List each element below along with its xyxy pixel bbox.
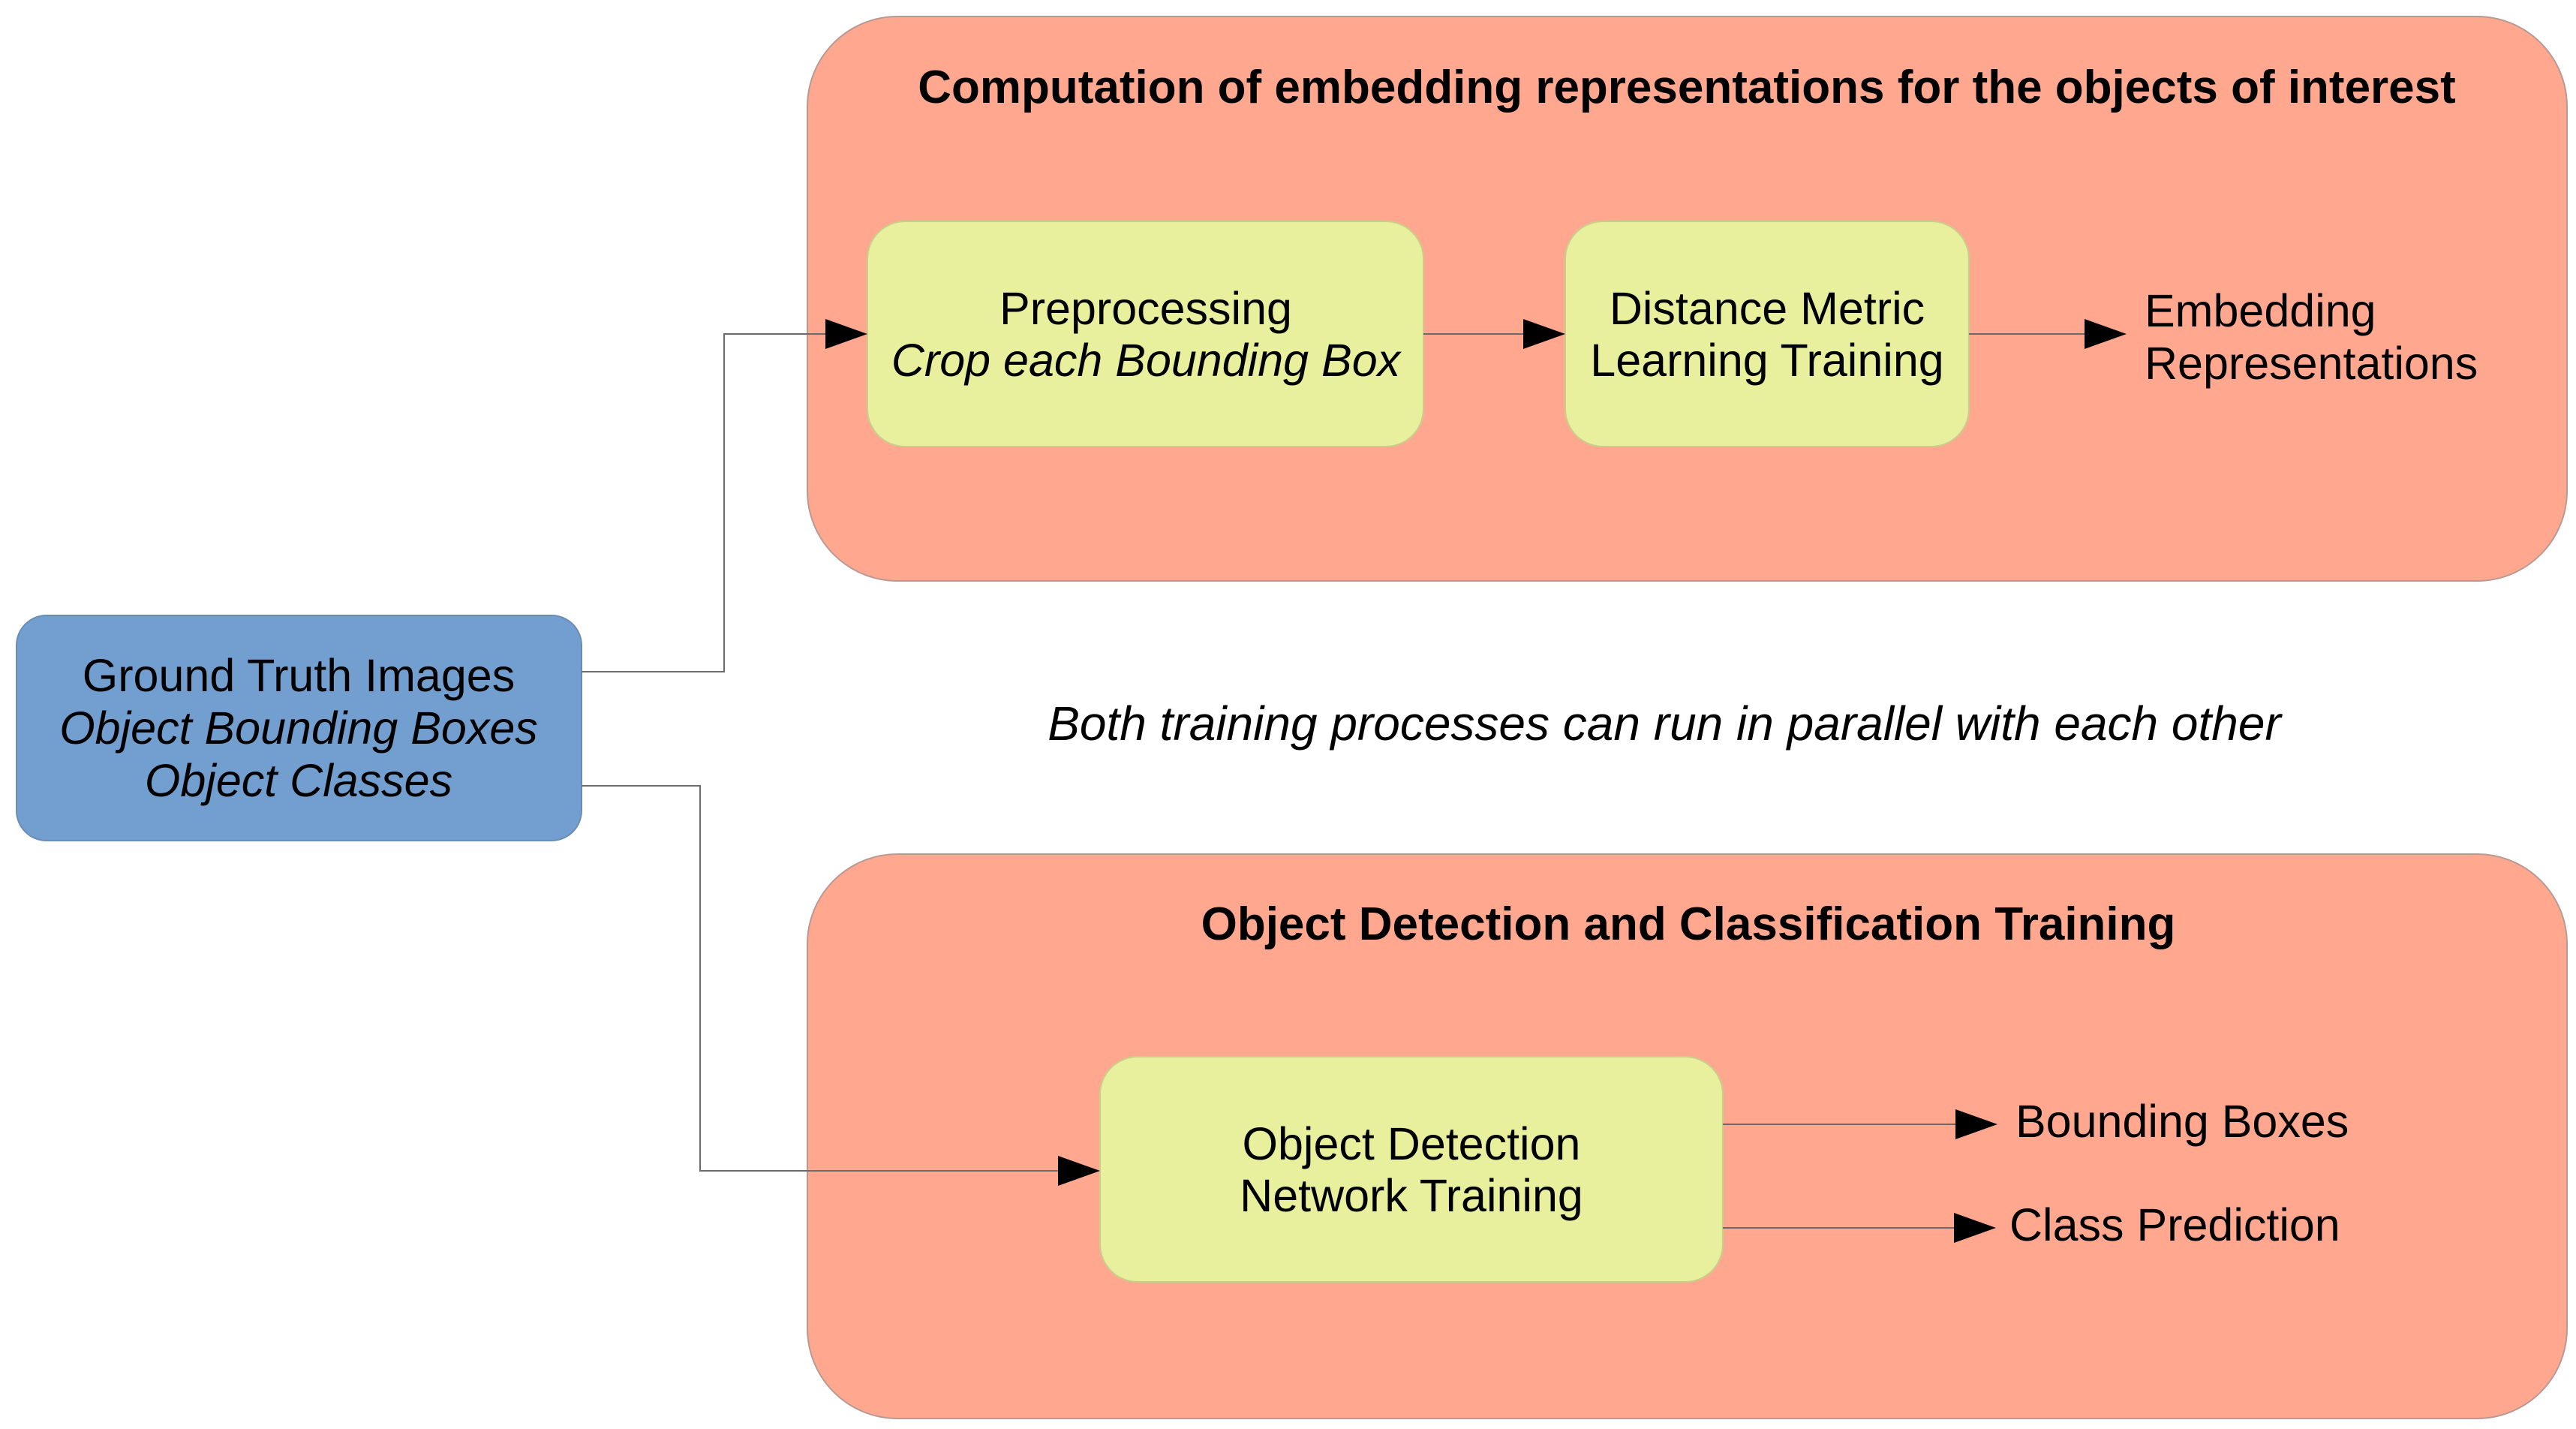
bounding-boxes-output-label: Bounding Boxes	[2015, 1096, 2349, 1147]
network-training-label: Network Training	[1240, 1170, 1583, 1221]
arrowhead-input-to-detection	[1058, 1156, 1100, 1186]
distance-metric-learning-node	[1565, 221, 1970, 447]
object-detection-label: Object Detection	[1243, 1118, 1581, 1169]
detection-group-title: Object Detection and Classification Trai…	[1201, 898, 2176, 950]
arrowhead-preprocessing-to-metric	[1523, 319, 1565, 349]
learning-training-label: Learning Training	[1590, 335, 1943, 386]
preprocessing-node	[867, 221, 1424, 447]
input-label-ground-truth-images: Ground Truth Images	[83, 650, 515, 701]
preprocessing-label: Preprocessing	[999, 283, 1292, 334]
parallel-training-note: Both training processes can run in paral…	[1048, 696, 2283, 751]
connector-input-to-preprocessing	[582, 333, 825, 672]
input-label-object-classes: Object Classes	[145, 755, 452, 806]
input-label-object-bounding-boxes: Object Bounding Boxes	[59, 702, 538, 754]
crop-bounding-box-label: Crop each Bounding Box	[891, 335, 1402, 386]
ground-truth-input-node	[16, 615, 582, 841]
arrowhead-input-to-preprocessing	[825, 319, 867, 349]
object-detection-training-node	[1099, 1056, 1724, 1283]
class-prediction-output-label: Class Prediction	[2009, 1199, 2340, 1250]
arrowhead-metric-to-embeddings	[2085, 319, 2127, 349]
connector-input-to-detection	[582, 785, 1058, 1172]
embedding-group-title: Computation of embedding representations…	[918, 62, 2456, 113]
arrowhead-detection-to-class-prediction	[1954, 1213, 1996, 1243]
embedding-output-label: Embedding	[2145, 285, 2376, 336]
distance-metric-label: Distance Metric	[1610, 283, 1925, 334]
representations-output-label: Representations	[2145, 338, 2478, 389]
arrowhead-detection-to-bounding-boxes	[1955, 1109, 1997, 1139]
